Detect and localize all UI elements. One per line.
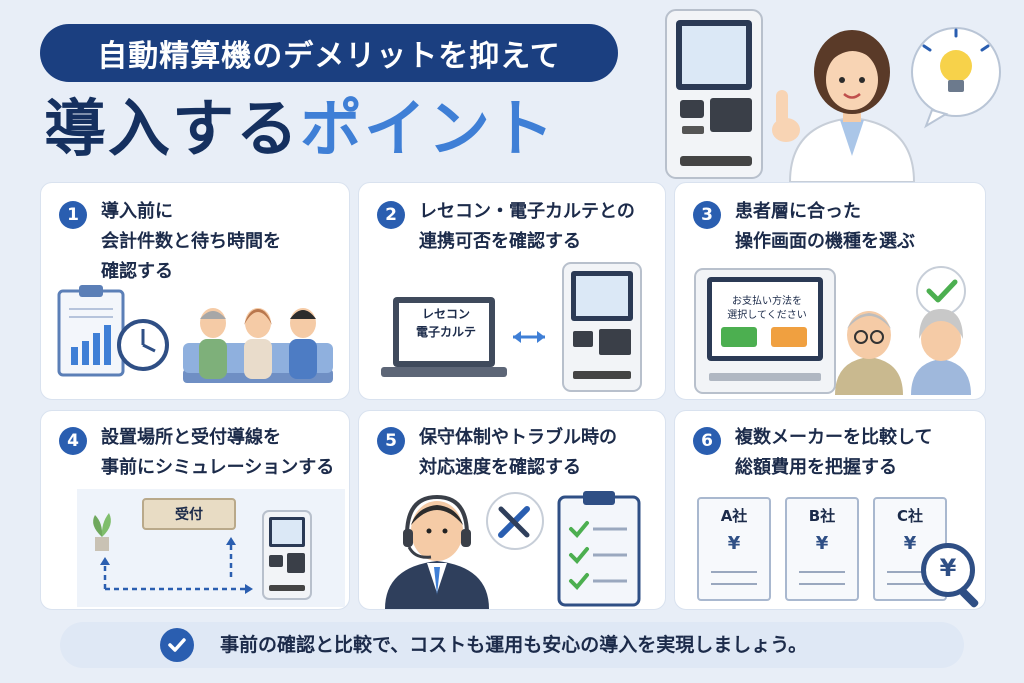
support-operator-icon: [385, 494, 489, 609]
quote-lines-a: [711, 571, 757, 585]
quote-yen-b: ¥: [815, 533, 829, 554]
card-3-illustration: [694, 266, 971, 395]
card-2-title: レセコン・電子カルテとの 連携可否を確認する: [419, 201, 635, 252]
card-6-number: 6: [693, 427, 721, 455]
magnifier-yen: ¥: [939, 554, 957, 582]
card-3-title: 患者層に合った 操作画面の機種を選ぶ: [735, 201, 915, 252]
card-4: 4 設置場所と受付導線を 事前にシミュレーションする: [40, 410, 350, 610]
counter-label: 受付: [175, 507, 203, 523]
two-way-arrow-icon: [513, 331, 545, 343]
check-circle-icon: [160, 628, 194, 662]
subtitle-banner: 自動精算機のデメリットを抑えて: [40, 24, 618, 82]
clock-icon: [117, 319, 169, 371]
card-4-illustration: [77, 489, 345, 607]
kiosk-screen-text: お支払い方法を 選択してください: [727, 296, 807, 321]
quote-lines-c: [887, 571, 933, 585]
card-3-number: 3: [693, 201, 721, 229]
card-3: 3 患者層に合った 操作画面の機種を選ぶ: [674, 182, 986, 400]
lightbulb-icon: [911, 27, 1001, 129]
quote-yen-a: ¥: [727, 533, 741, 554]
card-4-number: 4: [59, 427, 87, 455]
hero-illustration: [665, 9, 1001, 182]
card-2-number: 2: [377, 201, 405, 229]
route-arrow-icon: [100, 537, 253, 594]
card-4-title: 設置場所と受付導線を 事前にシミュレーションする: [101, 427, 335, 478]
quote-yen-c: ¥: [903, 533, 917, 554]
kiosk-icon: [562, 262, 642, 392]
card-6-title: 複数メーカーを比較して 総額費用を把握する: [735, 427, 933, 478]
reception-counter-icon: [142, 498, 236, 530]
magnifier-icon: ¥: [921, 543, 975, 597]
kiosk-icon: [665, 9, 763, 179]
kiosk-icon: [262, 510, 312, 600]
title-dark-part: 導入する: [44, 92, 301, 165]
checkmark-bubble-icon: [916, 266, 966, 316]
card-5-title: 保守体制やトラブル時の 対応速度を確認する: [419, 427, 617, 478]
card-2: 2 レセコン・電子カルテとの 連携可否を確認する レセコン 電子: [358, 182, 666, 400]
card-2-illustration: [381, 262, 642, 392]
footer-text: 事前の確認と比較で、コストも運用も安心の導入を実現しましょう。: [220, 634, 808, 656]
clipboard-chart-icon: [57, 285, 125, 377]
title-accent-part: ポイント: [300, 92, 557, 165]
laptop-label: レセコン 電子カルテ: [415, 307, 476, 339]
card-1: 1 導入前に 会計件数と待ち時間を 確認する: [40, 182, 350, 400]
quote-card-a: A社 ¥: [697, 497, 771, 601]
quote-company-b: B社: [808, 507, 836, 525]
card-1-number: 1: [59, 201, 87, 229]
card-5-illustration: [385, 491, 641, 609]
footer-banner: 事前の確認と比較で、コストも運用も安心の導入を実現しましょう。: [60, 622, 964, 668]
card-5: 5 保守体制やトラブル時の 対応速度を確認する: [358, 410, 666, 610]
card-6: 6 複数メーカーを比較して 総額費用を把握する A社 ¥ B社 ¥ C社 ¥ ¥: [674, 410, 986, 610]
wrench-bubble-icon: [486, 492, 544, 550]
laptop-icon: [381, 297, 507, 377]
quote-card-b: B社 ¥: [785, 497, 859, 601]
magnifier-handle: [958, 587, 980, 609]
elderly-patients-icon: [835, 309, 971, 395]
doctor-icon: [772, 30, 916, 182]
card-5-number: 5: [377, 427, 405, 455]
kiosk-screen-icon: [694, 268, 836, 394]
quote-lines-b: [799, 571, 845, 585]
page-title: 導入するポイント: [44, 92, 556, 166]
quote-company-c: C社: [896, 507, 923, 525]
subtitle-text: 自動精算機のデメリットを抑えて: [97, 39, 561, 74]
card-1-title: 導入前に 会計件数と待ち時間を 確認する: [101, 201, 281, 282]
plant-icon: [93, 513, 111, 551]
checklist-icon: [557, 491, 641, 607]
card-1-illustration: [57, 285, 333, 383]
check-mark-icon: [168, 638, 186, 652]
waiting-patients-icon: [183, 308, 333, 383]
quote-company-a: A社: [720, 507, 748, 525]
